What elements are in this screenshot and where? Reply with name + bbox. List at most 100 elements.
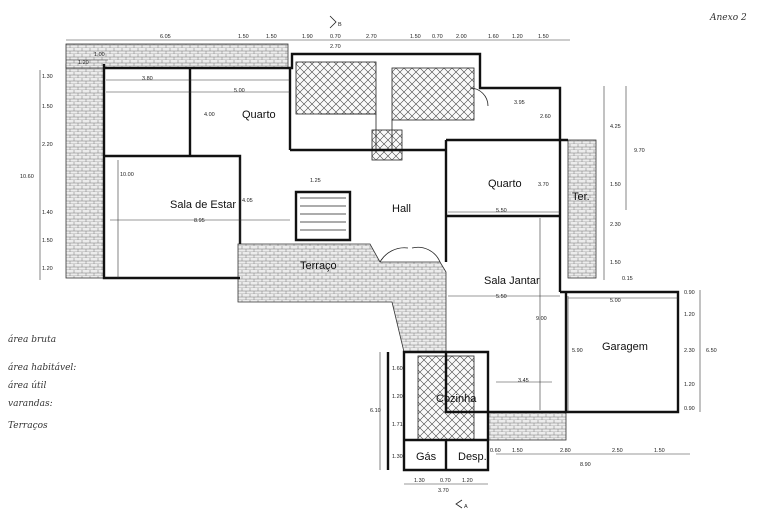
dim-left: 1.50 [42,238,53,244]
main-outline-north [104,52,568,142]
dim-top: 1.50 [410,34,421,40]
dim-interior: 8.95 [194,218,205,224]
stairs-steps [300,197,346,231]
dining-dim-lines [448,211,560,410]
kitchen-walls [402,350,490,472]
dim-top2: 1.20 [78,60,89,66]
wc-tile [371,129,403,161]
bath-partitions [320,113,393,150]
dim-kitchen-bottom: 1.30 [414,478,425,484]
dim-kitchen-total: 6.10 [370,408,381,414]
room-hall: Hall [392,203,411,215]
garage-walls [560,290,680,414]
room-terraco: Terraço [300,260,337,272]
dim-top2: 1.00 [94,52,105,58]
dim-left: 1.20 [42,266,53,272]
room-cozinha: Cozinha [436,393,477,405]
bathroom-2-tile [391,67,475,121]
room-gas: Gás [416,451,437,463]
dim-kitchen-left: 1.60 [392,366,403,372]
dim-interior: 1.25 [310,178,321,184]
dim-top: 2.00 [456,34,467,40]
dim-garage-right: 2.30 [684,348,695,354]
dim-right: 1.50 [610,260,621,266]
room-sala-jantar: Sala Jantar [484,275,540,287]
hall-door-arcs [379,246,441,263]
dim-interior: 3.95 [514,100,525,106]
dim-interior: 4.05 [242,198,253,204]
dim-kitchen-left: 1.30 [392,454,403,460]
section-a-arrow-icon [455,499,463,509]
dim-bottom: 2.80 [560,448,571,454]
dim-top2: 2.70 [330,44,341,50]
dim-interior: 5.00 [234,88,245,94]
room-ter: Ter. [572,191,590,203]
dim-garage-right: 1.20 [684,312,695,318]
dim-interior: 5.00 [610,298,621,304]
dim-left: 1.50 [42,104,53,110]
dim-top: 0.70 [330,34,341,40]
dim-garage-right: 0.90 [684,290,695,296]
note-area-habitavel: área habitável: [8,362,76,373]
section-a-label: A [464,504,468,509]
dim-bottom: 1.50 [654,448,665,454]
dim-interior: 4.25 [610,124,621,130]
dim-kitchen-left: 1.71 [392,422,403,428]
note-area-bruta: área bruta [8,334,56,345]
dim-left: 1.40 [42,210,53,216]
dim-kitchen-bottom-total: 3.70 [438,488,449,494]
room-quarto-1: Quarto [242,109,276,121]
dim-kitchen-left: 1.20 [392,394,403,400]
dim-top: 1.50 [266,34,277,40]
dim-interior: 10.00 [120,172,134,178]
quarto-dim-lines [106,79,290,93]
door-arc-quarto2 [469,87,489,107]
dim-right: 1.50 [610,182,621,188]
dim-interior: 2.60 [540,114,551,120]
dim-top: 1.60 [488,34,499,40]
dim-interior: 9.00 [536,316,547,322]
dim-bottom: 0.60 [490,448,501,454]
dim-top: 2.70 [366,34,377,40]
room-quarto-2: Quarto [488,178,522,190]
dim-top: 1.20 [512,34,523,40]
dim-left: 2.20 [42,142,53,148]
annex-label: Anexo 2 [709,13,747,23]
garage-brick-strip [487,411,567,441]
dim-interior: 5.50 [496,208,507,214]
dim-left-total: 10.60 [20,174,34,180]
note-terracos: Terraços [8,421,48,431]
living-dim-lines [110,160,290,278]
dim-interior: 4.00 [204,112,215,118]
dim-top: 1.90 [302,34,313,40]
room-desp: Desp. [458,451,487,463]
dim-interior: 5.90 [572,348,583,354]
dim-interior: 5.50 [496,294,507,300]
dim-top: 6.05 [160,34,171,40]
stairs-outline [294,190,352,242]
main-outline-west [102,64,240,280]
dim-top: 0.70 [432,34,443,40]
dim-right: 9.70 [634,148,645,154]
dim-bottom-total: 8.90 [580,462,591,468]
room-garagem: Garagem [602,341,648,353]
dim-left: 1.30 [42,74,53,80]
bathroom-1-tile [295,61,377,115]
dim-top: 1.50 [538,34,549,40]
dim-interior: 3.70 [538,182,549,188]
dim-bottom: 2.50 [612,448,623,454]
dim-top: 1.50 [238,34,249,40]
dim-garage-total: 6.50 [706,348,717,354]
note-varandas: varandas: [8,399,53,409]
west-brick-wall [65,63,105,279]
section-b-arrow-icon [329,15,337,29]
dim-interior: 3.45 [518,378,529,384]
dining-south-wall [444,352,566,414]
east-brick-wall [567,139,597,279]
dim-right: 2.30 [610,222,621,228]
room-sala-estar: Sala de Estar [170,199,236,211]
dim-bottom: 1.50 [512,448,523,454]
dim-garage-right: 0.90 [684,406,695,412]
dim-kitchen-bottom: 0.70 [440,478,451,484]
